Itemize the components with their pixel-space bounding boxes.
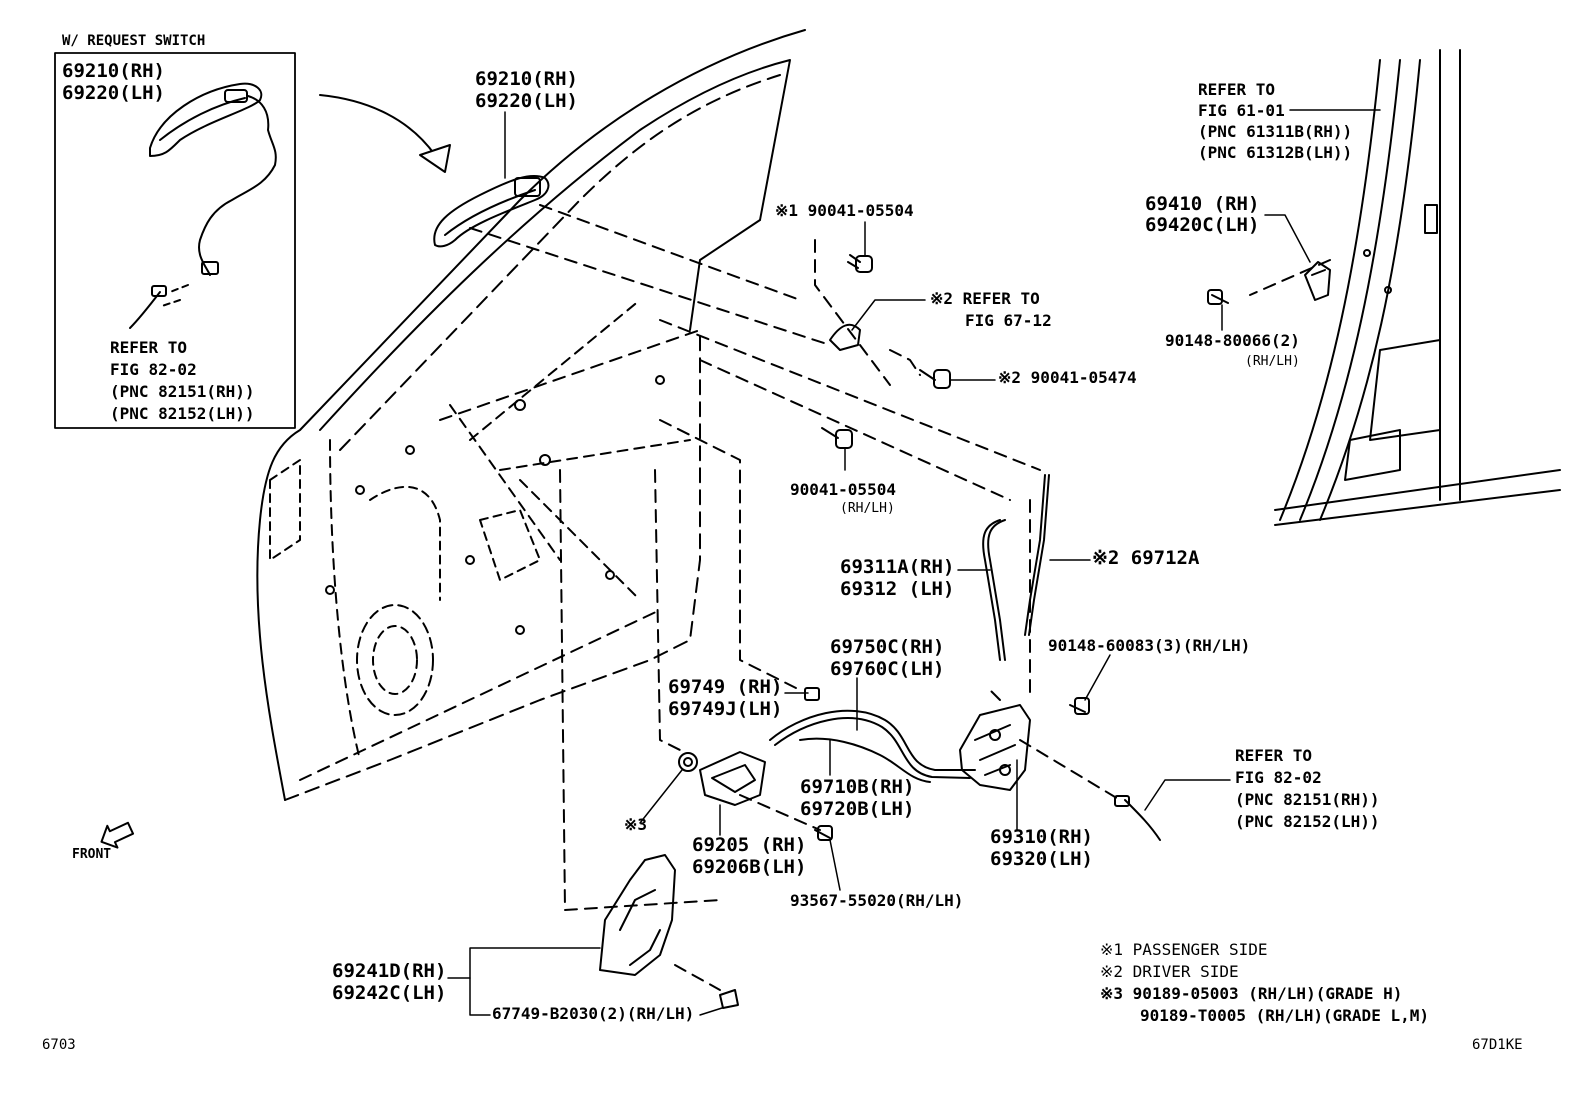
bolt-top-label: ※1 90041-05504 xyxy=(775,201,914,220)
lock-wire-icon xyxy=(1114,795,1161,841)
cover-69241-lh-label: 69242C(LH) xyxy=(332,982,447,1004)
cable-69750-rh-label: 69750C(RH) xyxy=(830,636,945,658)
note-4: 90189-T0005 (RH/LH)(GRADE L,M) xyxy=(1140,1006,1429,1025)
striker-rh-label: 69410 (RH) xyxy=(1145,193,1260,215)
refer-6712-line1: ※2 REFER TO xyxy=(930,289,1040,308)
cable-69710-icon xyxy=(799,737,931,783)
rod-69712-icon xyxy=(1024,474,1050,636)
bolt-top-icon xyxy=(847,254,873,273)
handle-main-rh-label: 69210(RH) xyxy=(475,68,578,90)
bolt-05474-icon xyxy=(919,369,951,389)
inset-box xyxy=(54,52,296,429)
note-1: ※1 PASSENGER SIDE xyxy=(1100,940,1268,959)
front-arrow-icon xyxy=(100,821,135,849)
inset-handle-lh-label: 69220(LH) xyxy=(62,82,165,104)
mark3-label: ※3 xyxy=(624,815,648,834)
screw-80066-sub: (RH/LH) xyxy=(1245,354,1300,369)
lock-69310-lh-label: 69320(LH) xyxy=(990,848,1093,870)
inside-handle-icon xyxy=(699,751,766,806)
cable-69750-icon xyxy=(769,709,976,779)
pillar-refer-line1: REFER TO xyxy=(1198,80,1276,99)
lock-69310-rh-label: 69310(RH) xyxy=(990,826,1093,848)
drawing-code: 67D1KE xyxy=(1472,1037,1523,1053)
note-2: ※2 DRIVER SIDE xyxy=(1100,962,1239,981)
lock-refer-line3: (PNC 82151(RH)) xyxy=(1235,790,1380,809)
door-lock-icon xyxy=(959,704,1031,791)
screw-60083-label: 90148-60083(3)(RH/LH) xyxy=(1048,636,1251,655)
inset-handle-rh-label: 69210(RH) xyxy=(62,60,165,82)
handle-main-lh-label: 69220(LH) xyxy=(475,90,578,112)
bolt-mid-icon xyxy=(821,427,853,449)
figure-number: 6703 xyxy=(42,1037,76,1053)
clip-69749-rh-label: 69749 (RH) xyxy=(668,676,783,698)
inner-handle-rh-label: 69205 (RH) xyxy=(692,834,807,856)
inset-title: W/ REQUEST SWITCH xyxy=(62,33,206,49)
striker-icon xyxy=(1304,261,1331,301)
mark3-fastener-icon xyxy=(678,752,698,772)
screw-93567-label: 93567-55020(RH/LH) xyxy=(790,891,964,910)
front-label: FRONT xyxy=(72,847,112,862)
screw-80066-label: 90148-80066(2) xyxy=(1165,331,1300,350)
bolt-mid-label: 90041-05504 xyxy=(790,480,896,499)
refer-6712-line2: FIG 67-12 xyxy=(965,311,1052,330)
cable-69750-lh-label: 69760C(LH) xyxy=(830,658,945,680)
lock-refer-line1: REFER TO xyxy=(1235,746,1313,765)
rod-69311-rh-label: 69311A(RH) xyxy=(840,556,955,578)
pillar-refer-line2: FIG 61-01 xyxy=(1198,101,1285,120)
cover-69241-icon xyxy=(599,854,676,976)
inset-refer-line2: FIG 82-02 xyxy=(110,360,197,379)
inset-handle-icon xyxy=(129,82,277,329)
inner-handle-lh-label: 69206B(LH) xyxy=(692,856,807,878)
bracket-icon xyxy=(829,323,861,351)
inset-refer-line4: (PNC 82152(LH)) xyxy=(110,404,255,423)
rod-69311-lh-label: 69312 (LH) xyxy=(840,578,955,600)
cover-69241-rh-label: 69241D(RH) xyxy=(332,960,447,982)
bolt-mid-sub: (RH/LH) xyxy=(840,501,895,516)
dashed-leaders xyxy=(469,204,1331,991)
pillar-outline xyxy=(1274,49,1561,526)
inset-refer-line1: REFER TO xyxy=(110,338,188,357)
lock-refer-line4: (PNC 82152(LH)) xyxy=(1235,812,1380,831)
cable-69710-lh-label: 69720B(LH) xyxy=(800,798,915,820)
solid-leaders xyxy=(447,109,1381,1016)
inset-refer-line3: (PNC 82151(RH)) xyxy=(110,382,255,401)
rod-69712-label: ※2 69712A xyxy=(1092,547,1200,569)
pillar-refer-line4: (PNC 61312B(LH)) xyxy=(1198,143,1353,162)
note-3: ※3 90189-05003 (RH/LH)(GRADE H) xyxy=(1100,984,1403,1003)
clip-69749-lh-label: 69749J(LH) xyxy=(668,698,783,720)
outside-handle-icon xyxy=(433,174,550,248)
pillar-refer-line3: (PNC 61311B(RH)) xyxy=(1198,122,1353,141)
cable-69710-rh-label: 69710B(RH) xyxy=(800,776,915,798)
bolt-05474-label: ※2 90041-05474 xyxy=(998,368,1137,387)
screw-93567-icon xyxy=(814,825,833,841)
screw-80066-icon xyxy=(1207,289,1229,305)
striker-lh-label: 69420C(LH) xyxy=(1145,214,1260,236)
clip-67749-icon xyxy=(719,989,739,1009)
door-outline xyxy=(256,29,806,801)
curved-arrow-icon xyxy=(319,94,451,173)
clip-67749-label: 67749-B2030(2)(RH/LH) xyxy=(492,1004,695,1023)
screw-60083-icon xyxy=(1069,697,1090,715)
rod-69311-icon xyxy=(982,519,1006,661)
lock-refer-line2: FIG 82-02 xyxy=(1235,768,1322,787)
clip-69749-icon xyxy=(804,687,820,701)
